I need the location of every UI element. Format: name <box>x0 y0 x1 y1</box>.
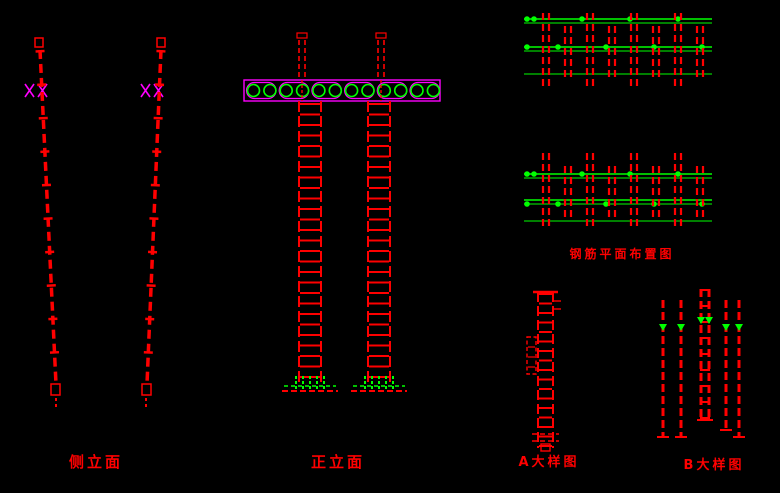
detail-a-view <box>526 290 561 452</box>
anchor-plate <box>34 37 44 48</box>
side-elevation-label: 侧立面 <box>69 453 123 471</box>
front-elevation-view <box>243 32 441 392</box>
side-elevation-view <box>24 37 166 410</box>
detail-b-label: B大样图 <box>684 457 745 473</box>
splice-x-marks <box>24 83 164 98</box>
footing-right <box>351 376 407 392</box>
detail-a-label: A大样图 <box>518 454 579 470</box>
pier-column-right <box>367 101 391 383</box>
rebar-plan-bottom <box>524 153 712 229</box>
vertical-bars <box>541 153 705 229</box>
dowel-cap <box>375 32 387 39</box>
rebar-plan-top <box>524 13 712 90</box>
dowel-cap <box>296 32 308 39</box>
footing-left <box>282 376 338 392</box>
bearing-circles <box>246 83 441 98</box>
plan-layout-label: 钢筋平面布置图 <box>569 246 674 261</box>
column-base <box>141 383 152 396</box>
battered-column-left <box>38 49 58 385</box>
anchor-plate <box>156 37 166 48</box>
detail-b-view <box>657 289 745 438</box>
pier-column-left <box>298 101 322 383</box>
cap-beam-band <box>243 79 441 102</box>
battered-column-right <box>145 49 163 385</box>
column-base <box>50 383 61 396</box>
bar-end-arrows <box>659 317 743 331</box>
front-elevation-label: 正立面 <box>311 453 365 471</box>
drawing-labels: 侧立面 正立面 钢筋平面布置图 A大样图 B大样图 <box>69 246 745 473</box>
side-bracket <box>526 336 537 375</box>
vertical-bars <box>541 13 705 90</box>
